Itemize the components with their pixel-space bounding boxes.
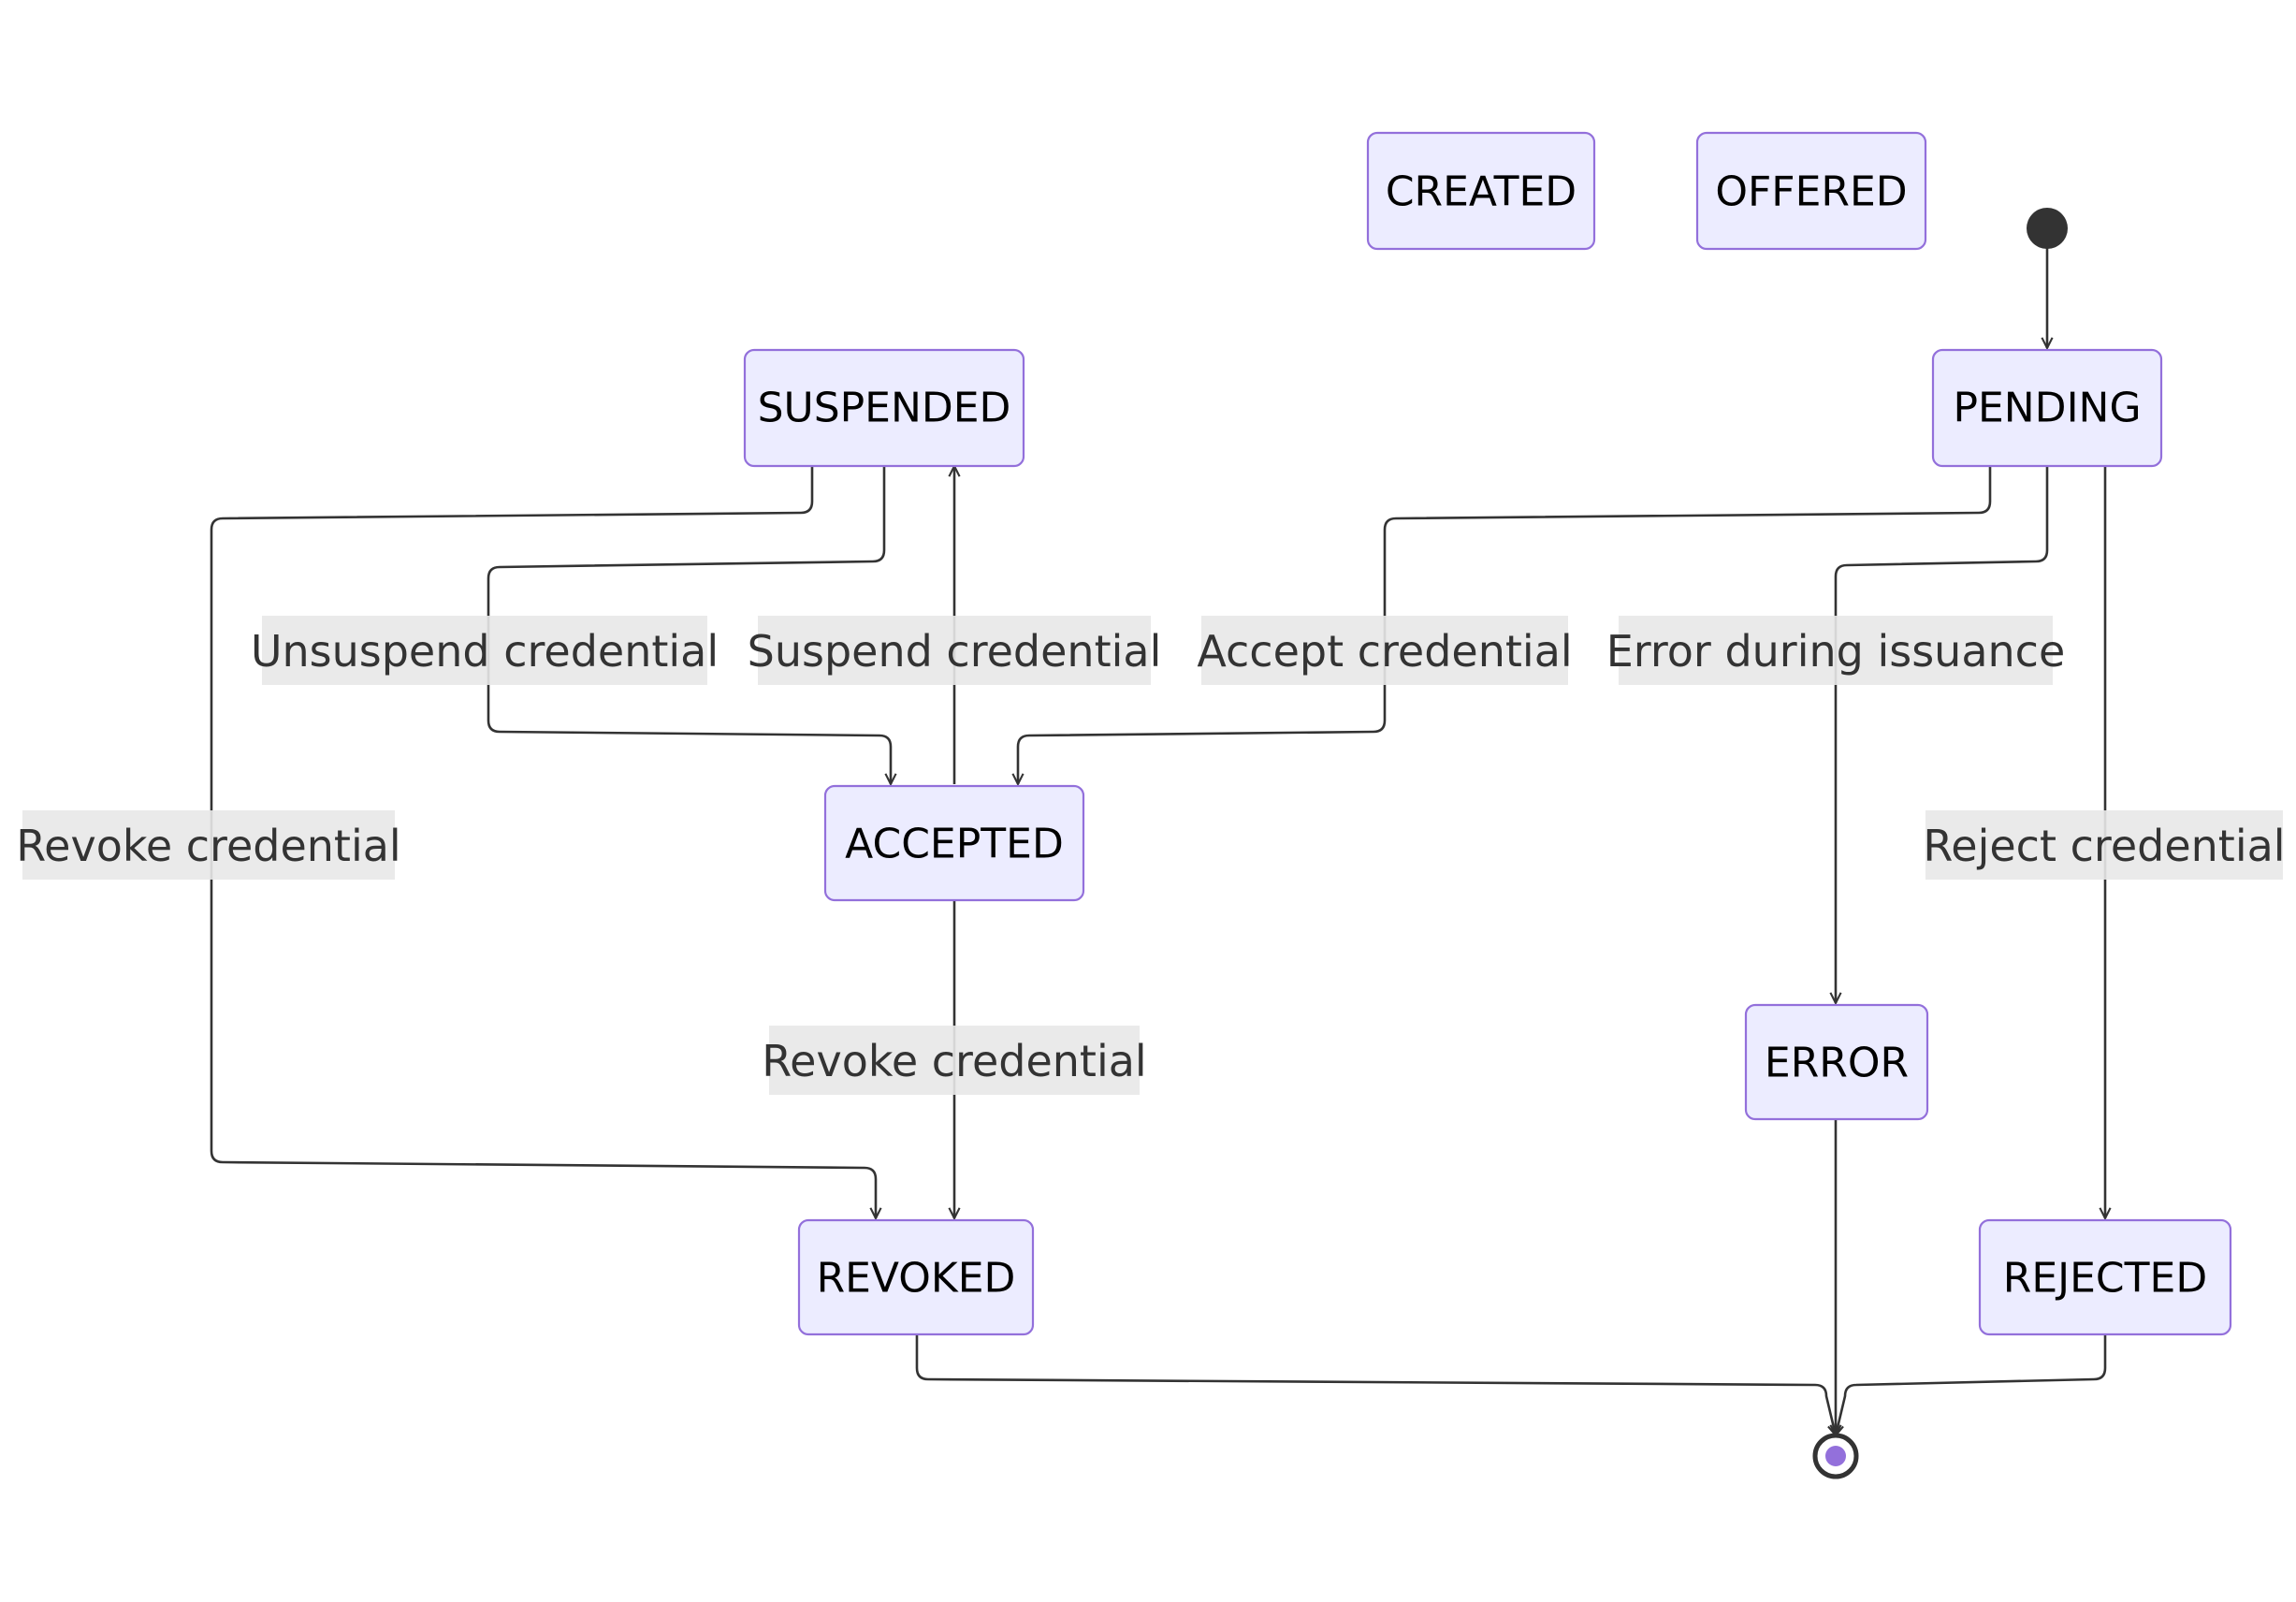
states: CREATED OFFERED SUSPENDED PENDING ACCEPT… [743,131,2232,1336]
end-state-marker [1812,1433,1859,1479]
state-accepted[interactable]: ACCEPTED [823,784,1085,902]
label-text: Accept credential [1197,626,1572,677]
label-bg [22,810,395,880]
label-text: Reject credential [1923,821,2285,871]
label-bg [769,1026,1140,1095]
edge-labels: Unsuspend credential Suspend credential … [16,616,2286,1095]
label-bg [262,616,707,685]
edge-rejected-to-end [1836,1334,2107,1435]
state-label: REJECTED [2003,1255,2207,1303]
edge-revoked-to-end [915,1334,1836,1435]
state-revoked[interactable]: REVOKED [797,1218,1035,1336]
state-box [1366,131,1596,251]
state-rejected[interactable]: REJECTED [1978,1218,2232,1336]
label-unsuspend-credential: Unsuspend credential [251,616,719,685]
label-revoke-credential-center: Revoke credential [762,1026,1147,1095]
state-label: ERROR [1765,1040,1909,1087]
state-label: PENDING [1953,385,2141,432]
label-text: Suspend credential [748,626,1162,677]
state-label: SUSPENDED [758,385,1011,432]
label-error-during-issuance: Error during issuance [1606,616,2066,685]
state-label: CREATED [1386,168,1577,216]
state-box [1695,131,1927,251]
state-offered[interactable]: OFFERED [1695,131,1927,251]
state-label: ACCEPTED [845,821,1064,868]
label-bg [1201,616,1568,685]
state-error[interactable]: ERROR [1744,1003,1929,1121]
label-bg [758,616,1151,685]
state-created[interactable]: CREATED [1366,131,1596,251]
state-suspended[interactable]: SUSPENDED [743,348,1025,468]
state-box [1744,1003,1929,1121]
state-box [743,348,1025,468]
edge-pending-to-error [1836,464,2049,1003]
state-label: REVOKED [817,1255,1016,1303]
label-reject-credential: Reject credential [1923,810,2286,880]
label-bg [1925,810,2283,880]
end-state-dot [1825,1446,1846,1466]
state-box [823,784,1085,902]
state-box [1978,1218,2232,1336]
start-state-dot [2027,208,2068,249]
state-box [1931,348,2163,468]
label-revoke-credential-left: Revoke credential [16,810,401,880]
edges [210,243,2107,1435]
label-suspend-credential: Suspend credential [748,616,1162,685]
label-text: Unsuspend credential [251,626,719,677]
state-label: OFFERED [1715,168,1907,216]
label-text: Error during issuance [1606,626,2066,677]
label-accept-credential: Accept credential [1197,616,1573,685]
label-bg [1619,616,2053,685]
state-pending[interactable]: PENDING [1931,348,2163,468]
label-text: Revoke credential [762,1036,1146,1086]
label-text: Revoke credential [16,821,400,871]
state-box [797,1218,1035,1336]
